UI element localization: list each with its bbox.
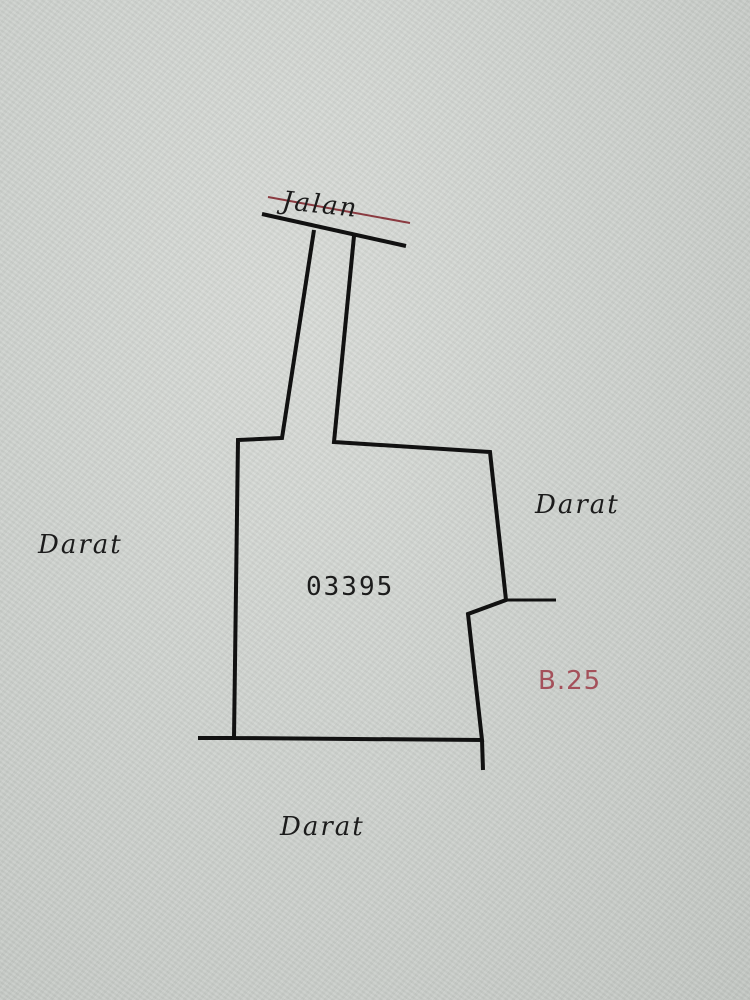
label-east: Darat xyxy=(535,490,620,520)
label-west: Darat xyxy=(38,530,123,560)
parcel-number: 03395 xyxy=(306,572,395,602)
road-line xyxy=(261,212,407,248)
label-south: Darat xyxy=(280,812,365,842)
block-code: B.25 xyxy=(538,666,602,696)
